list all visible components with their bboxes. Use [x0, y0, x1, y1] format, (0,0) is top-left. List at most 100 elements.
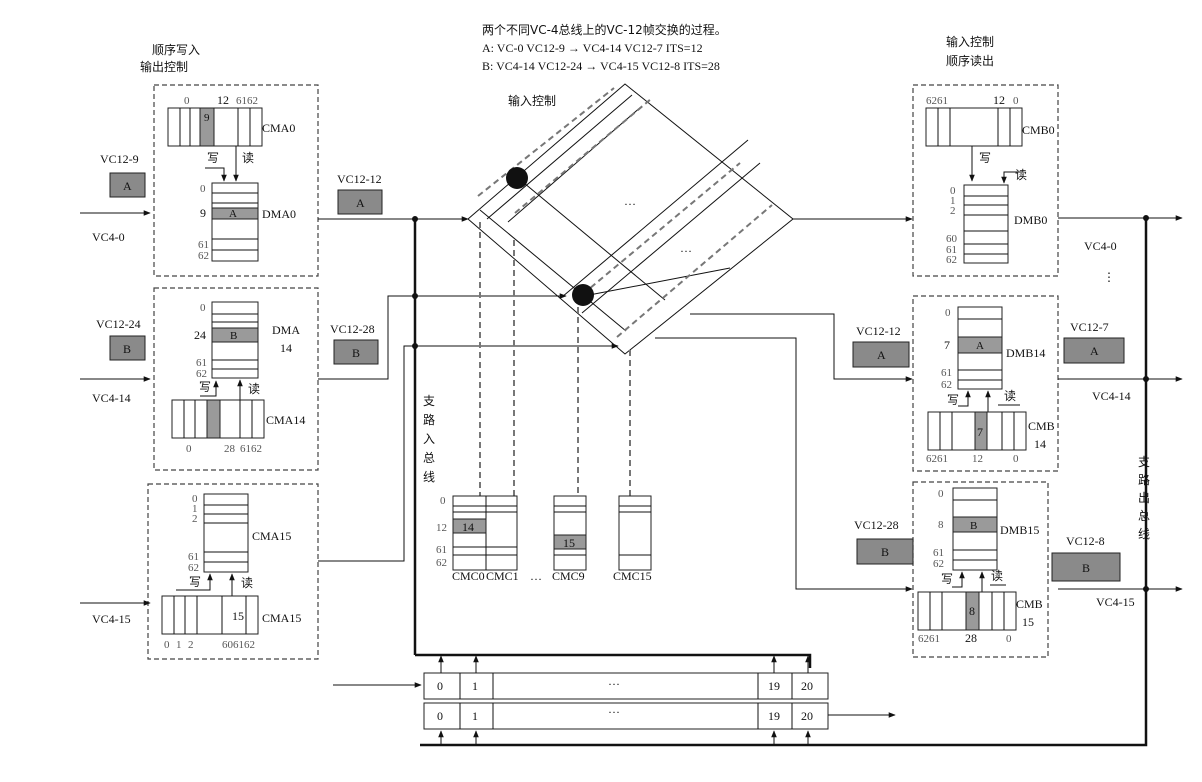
packet-b-label: B	[352, 346, 360, 360]
dma14-index: 62	[196, 368, 207, 380]
cma14-cell-28	[206, 399, 221, 439]
unit-frame	[153, 84, 319, 277]
slot-ellipsis: ···	[608, 705, 620, 719]
dma0-index: 9	[200, 206, 206, 220]
write-label: 写	[199, 380, 211, 394]
cma14-index: 28	[224, 443, 236, 455]
cmb14-index: 0	[1013, 453, 1019, 465]
seq-read-label: 顺序读出	[946, 53, 994, 68]
vertical-ellipsis: ⋮	[1103, 270, 1115, 284]
read-label: 读	[1004, 389, 1016, 403]
read-label: 读	[991, 569, 1003, 583]
dmb14-index: 62	[941, 379, 952, 391]
vc4-15-label-right: VC4-15	[1096, 595, 1135, 609]
cmc-index: 0	[440, 495, 446, 507]
bus-char: 路	[1138, 472, 1150, 487]
dmb0-index: 0	[950, 185, 956, 197]
title-line: 两个不同VC-4总线上的VC-12帧交换的过程。	[482, 22, 727, 37]
cmc-index: 61	[436, 544, 447, 556]
bus-char: 支	[1138, 455, 1150, 469]
packet-a-right-out	[1063, 337, 1125, 364]
vc12-28-label: VC12-28	[330, 322, 375, 336]
cmc15-memory	[618, 495, 652, 571]
right-unit-14: A 0 7 61 62 DMB14 写 读 7 6261 12 0 CMB 14	[912, 295, 1059, 472]
unit-frame	[912, 481, 1049, 658]
cma15-index: 62	[188, 562, 199, 574]
cmc9-cell-label: 15	[563, 536, 575, 550]
vc12-12-label-right: VC12-12	[856, 324, 901, 338]
left-unit-0: 9 0 12 6162 CMA0 写 读 A 0 9 61 62 DMA0	[153, 84, 319, 277]
cmc0-cell-12	[452, 518, 487, 534]
cma15-label: CMA15	[262, 611, 301, 625]
cmc0-label: CMC0	[452, 569, 485, 583]
vc12-24-label: VC12-24	[96, 317, 141, 331]
cmc9-memory	[553, 495, 587, 571]
cma15-index: 2	[192, 513, 198, 525]
slot-1: 1	[472, 679, 478, 693]
dma0-index: 61	[198, 239, 209, 251]
packet-a-label: A	[123, 179, 132, 193]
read-label: 读	[248, 382, 260, 396]
left-wiring	[318, 216, 812, 668]
title-line-b: B: VC4-14 VC12-24 → VC4-15 VC12-8 ITS=28	[482, 59, 720, 73]
trib-in-bus-label: 支 路 入 总 线	[423, 394, 435, 484]
packet-b-right-out	[1051, 552, 1121, 582]
cmc-memories: 14 0 12 61 62 15 CMC0 CMC1 … CMC9 CMC15	[436, 495, 652, 583]
dmb14-index: 61	[941, 367, 952, 379]
vc12-28-label-right: VC12-28	[854, 518, 899, 532]
slot-ellipsis: ···	[608, 677, 620, 691]
control-lines	[479, 222, 631, 498]
dmb15-index: 0	[938, 488, 944, 500]
bus-char: 总	[1138, 509, 1150, 523]
dmb15-cell-8	[952, 516, 998, 533]
dmb14-index: 0	[945, 307, 951, 319]
dma0-label: DMA0	[262, 207, 296, 221]
bus-char: 路	[423, 412, 435, 427]
input-control-label: 输入控制	[508, 93, 556, 108]
dmb0-index: 2	[950, 205, 956, 217]
bus-char: 总	[423, 451, 435, 465]
write-label: 写	[207, 151, 219, 165]
bus-char: 入	[423, 432, 435, 446]
cma15-index: 606162	[222, 639, 255, 651]
packet-a-label: A	[356, 196, 365, 210]
dmb0-memory	[963, 184, 1009, 264]
slot-19: 19	[768, 709, 780, 723]
cma14-index: 6162	[240, 443, 262, 455]
cmc9-label: CMC9	[552, 569, 585, 583]
out-ctrl-label: 输出控制	[140, 59, 188, 74]
slot-1: 1	[472, 709, 478, 723]
dmb14-cell-7	[957, 336, 1003, 354]
cma15-index: 1	[192, 503, 198, 515]
slot-20: 20	[801, 709, 813, 723]
unit-frame	[912, 84, 1059, 277]
packet-a-label: A	[1090, 344, 1099, 358]
cmc-ellipsis: …	[530, 569, 542, 583]
cma15-memory	[161, 595, 259, 635]
dmb14-label: DMB14	[1006, 346, 1045, 360]
packet-a-mid	[337, 189, 383, 215]
slot-0: 0	[437, 709, 443, 723]
dma0-index: 0	[200, 183, 206, 195]
dma0-cell-9	[211, 207, 259, 220]
dma0-memory	[211, 182, 259, 262]
dma14-index: 0	[200, 302, 206, 314]
timeslot-bus-bottom: 0 1 ··· 19 20	[420, 218, 1148, 747]
dmb15-index: 8	[938, 519, 944, 531]
right-wiring	[655, 216, 913, 592]
cma0-cell-9	[199, 107, 215, 147]
unit-frame	[912, 295, 1059, 472]
dma14-cell-24	[211, 327, 259, 343]
dmb15-label: DMB15	[1000, 523, 1039, 537]
dmb15-index: 61	[933, 547, 944, 559]
cma0-index: 0	[184, 95, 190, 107]
crosspoint-a	[506, 167, 528, 189]
trib-out-bus-label: 支 路 出 总 线	[1138, 455, 1150, 541]
unit-frame	[153, 287, 319, 471]
cmb15-cell	[965, 591, 980, 631]
dmb15-index: 62	[933, 558, 944, 570]
packet-b-label: B	[123, 342, 131, 356]
dma14-cell-label: B	[230, 330, 237, 342]
cmb14-index: 12	[972, 453, 983, 465]
cmb15-label: 15	[1022, 615, 1034, 629]
